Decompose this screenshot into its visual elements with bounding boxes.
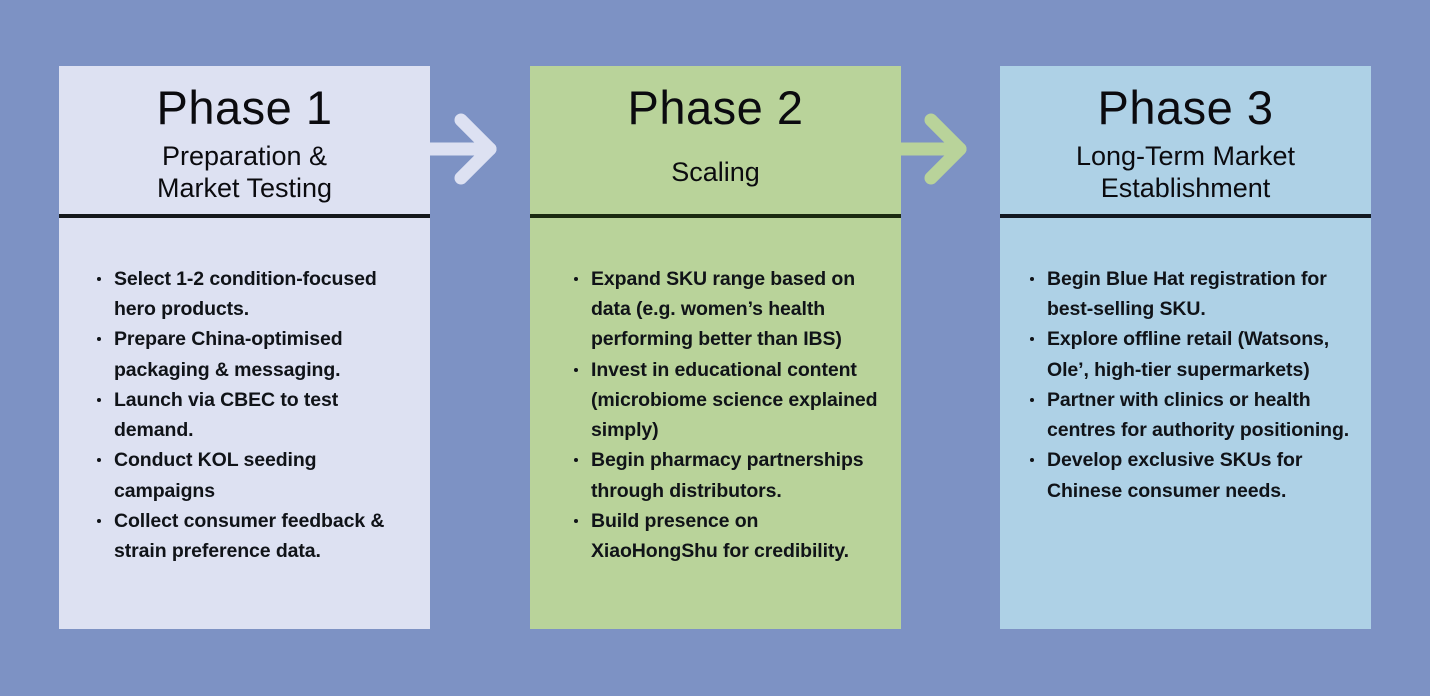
phase-card-2-subtitle: Scaling — [659, 157, 772, 189]
phase-card-2-divider — [530, 214, 901, 218]
phase-card-3-body: Begin Blue Hat registration for best-sel… — [1000, 218, 1371, 629]
phase-card-3-header: Phase 3 Long-Term Market Establishment — [1000, 66, 1371, 218]
phase-card-1-header: Phase 1 Preparation & Market Testing — [59, 66, 430, 218]
phase-card-2-header: Phase 2 Scaling — [530, 66, 901, 218]
phase-card-3-subtitle: Long-Term Market Establishment — [1064, 141, 1307, 205]
phase-card-1-subtitle-line-2: Market Testing — [156, 172, 333, 203]
phase-card-1-bullet-list: Select 1-2 condition-focused hero produc… — [93, 264, 408, 566]
list-item: Collect consumer feedback & strain prefe… — [93, 506, 408, 566]
list-item: Conduct KOL seeding campaigns — [93, 445, 408, 505]
phase-card-1-subtitle-line-1: Preparation & — [161, 140, 328, 171]
list-item: Expand SKU range based on data (e.g. wom… — [570, 264, 887, 355]
phase-card-1-title: Phase 1 — [156, 81, 333, 134]
arrow-right-icon — [420, 108, 504, 190]
phase-card-2-title: Phase 2 — [627, 81, 804, 134]
phase-card-2-bullet-list: Expand SKU range based on data (e.g. wom… — [570, 264, 887, 566]
list-item: Launch via CBEC to test demand. — [93, 385, 408, 445]
phase-card-3: Phase 3 Long-Term Market Establishment B… — [1000, 66, 1371, 629]
phase-card-1-body: Select 1-2 condition-focused hero produc… — [59, 218, 430, 629]
arrow-right-icon — [890, 108, 974, 190]
phase-card-3-subtitle-line-2: Establishment — [1100, 172, 1271, 203]
phase-card-2: Phase 2 Scaling Expand SKU range based o… — [530, 66, 901, 629]
list-item: Partner with clinics or health centres f… — [1026, 385, 1357, 445]
phase-card-3-bullet-list: Begin Blue Hat registration for best-sel… — [1026, 264, 1357, 506]
phase-card-3-title: Phase 3 — [1097, 81, 1274, 134]
list-item: Invest in educational content (microbiom… — [570, 355, 887, 446]
list-item: Build presence on XiaoHongShu for credib… — [570, 506, 887, 566]
list-item: Prepare China-optimised packaging & mess… — [93, 324, 408, 384]
phase-card-3-divider — [1000, 214, 1371, 218]
phase-card-1-subtitle: Preparation & Market Testing — [145, 141, 344, 205]
phase-card-3-subtitle-line-1: Long-Term Market — [1075, 140, 1296, 171]
list-item: Select 1-2 condition-focused hero produc… — [93, 264, 408, 324]
list-item: Begin Blue Hat registration for best-sel… — [1026, 264, 1357, 324]
phase-card-1: Phase 1 Preparation & Market Testing Sel… — [59, 66, 430, 629]
phase-card-2-body: Expand SKU range based on data (e.g. wom… — [530, 218, 901, 629]
phase-card-1-divider — [59, 214, 430, 218]
list-item: Begin pharmacy partnerships through dist… — [570, 445, 887, 505]
phase-card-2-subtitle-line-1: Scaling — [671, 156, 760, 187]
list-item: Develop exclusive SKUs for Chinese consu… — [1026, 445, 1357, 505]
list-item: Explore offline retail (Watsons, Ole’, h… — [1026, 324, 1357, 384]
